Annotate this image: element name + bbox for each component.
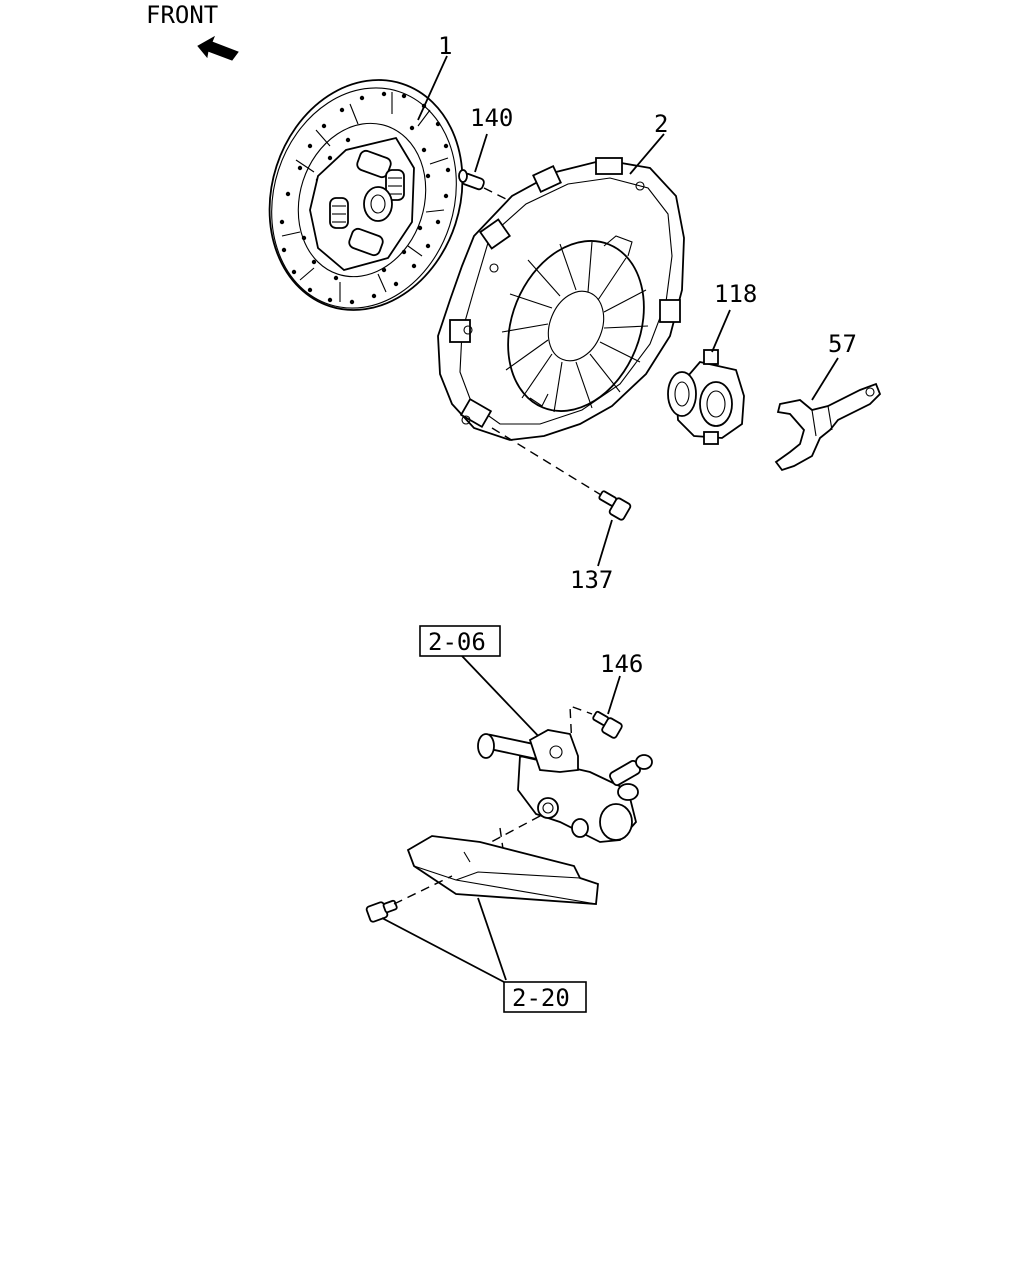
release-bearing xyxy=(667,349,745,445)
front-arrow-icon xyxy=(197,35,239,61)
ref-label-lower: 2-20 xyxy=(512,984,570,1012)
cylinder-mount-bolt xyxy=(592,710,623,739)
callout-part-137: 137 xyxy=(570,566,613,594)
ref-box-upper xyxy=(419,625,501,657)
callout-part-118: 118 xyxy=(714,280,757,308)
callout-part-57: 57 xyxy=(828,330,857,358)
slave-cylinder-bracket xyxy=(406,835,599,905)
bracket-bolt xyxy=(365,899,398,923)
clutch-disc xyxy=(268,79,464,311)
callout-part-146: 146 xyxy=(600,650,643,678)
clutch-pressure-plate xyxy=(437,157,685,441)
callout-part-1: 1 xyxy=(438,32,452,60)
ref-box-lower xyxy=(503,981,587,1013)
callout-part-140: 140 xyxy=(470,104,513,132)
release-fork xyxy=(774,382,882,472)
dowel-pin xyxy=(458,169,485,191)
front-label: FRONT xyxy=(146,1,218,29)
clutch-slave-cylinder xyxy=(477,729,653,843)
ref-label-upper: 2-06 xyxy=(428,628,486,656)
pressure-plate-bolt xyxy=(598,490,632,521)
callout-part-2: 2 xyxy=(654,110,668,138)
